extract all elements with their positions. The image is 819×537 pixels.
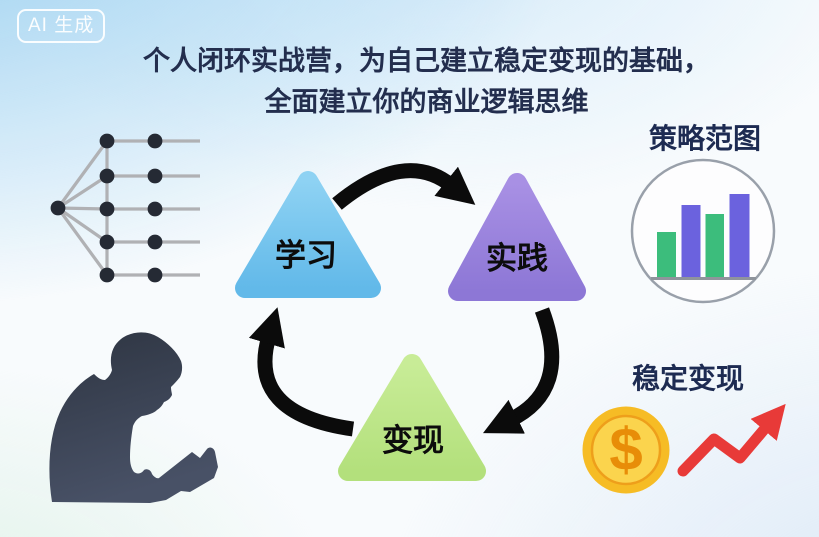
triangle-practice-icon xyxy=(448,173,586,301)
title-line2: 全面建立你的商业逻辑思维 xyxy=(264,87,589,117)
page-title: 个人闭环实战营，为自己建立稳定变现的基础， 全面建立你的商业逻辑思维 xyxy=(17,41,819,123)
coin-icon xyxy=(582,406,670,494)
trend-arrow-icon xyxy=(677,403,786,477)
label-monetize: 变现 xyxy=(382,423,444,458)
chart-bar xyxy=(657,232,676,278)
strategy-panel-title: 策略范图 xyxy=(648,123,761,154)
strategy-chart-icon xyxy=(630,158,776,304)
chart-bar xyxy=(681,205,701,278)
label-practice: 实践 xyxy=(486,241,548,276)
tree-diagram-icon xyxy=(50,133,200,283)
income-panel-title: 稳定变现 xyxy=(631,363,744,394)
cycle-arrows xyxy=(248,163,560,437)
ai-badge: AI 生成 xyxy=(17,9,106,43)
chart-bar xyxy=(705,214,724,278)
chart-bar xyxy=(729,194,750,278)
arrow-practice-to-monetize-icon xyxy=(483,307,560,434)
triangle-learn-icon xyxy=(235,171,381,298)
arrow-monetize-to-learn-icon xyxy=(248,307,355,437)
title-line1: 个人闭环实战营，为自己建立稳定变现的基础， xyxy=(143,46,710,76)
arrow-learn-to-practice-icon xyxy=(332,163,476,210)
dollar-symbol: $ xyxy=(609,416,643,483)
person-reading-icon xyxy=(49,332,218,503)
triangle-monetize-icon xyxy=(338,354,486,481)
label-learn: 学习 xyxy=(275,238,337,273)
